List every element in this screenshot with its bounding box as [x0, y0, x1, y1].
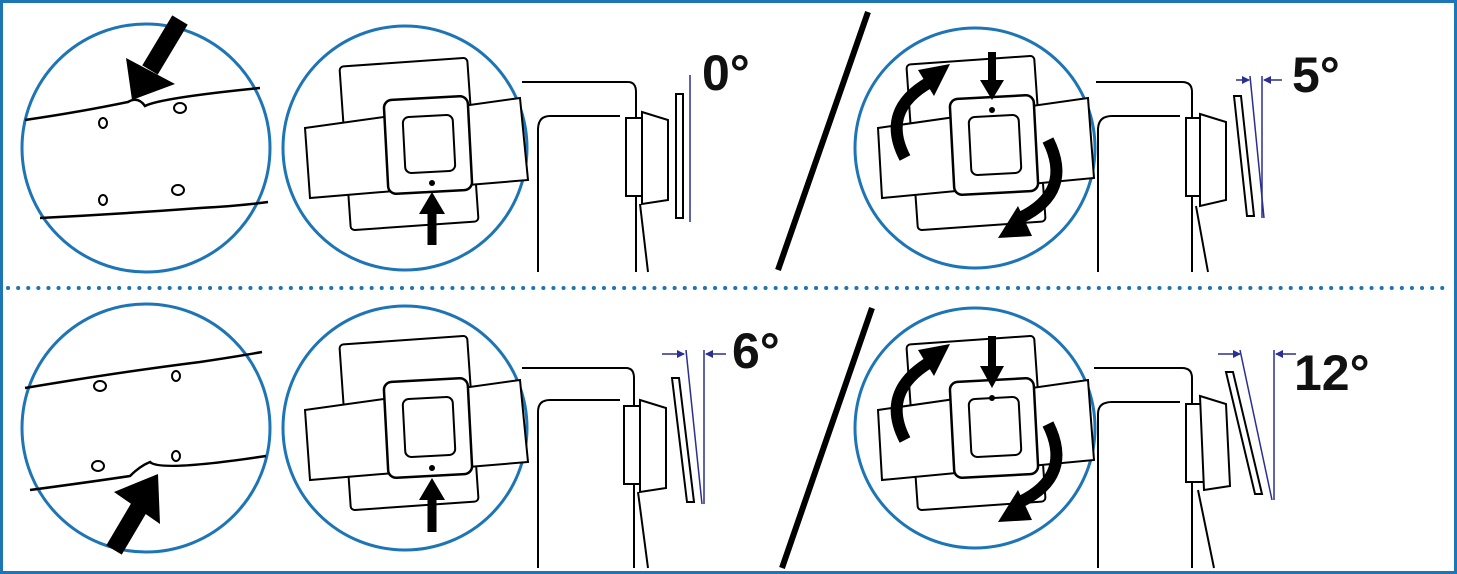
mount-plate-closeup-dot-bottom: [281, 24, 530, 272]
mount-plate-closeup-dot-top: [853, 306, 1097, 550]
bracket-edge-closeup-notch-top: [20, 15, 272, 274]
tilt-reference-line: [685, 349, 703, 505]
arrow-down-icon: [980, 336, 1004, 388]
rotate-arrow-icon: [890, 64, 1063, 238]
mount-plate-closeup-dot-bottom: [281, 304, 530, 552]
angle-label: 0°: [702, 45, 750, 101]
rotate-arrow-icon: [890, 344, 1063, 522]
arrow-down-icon: [980, 52, 1004, 100]
divider-slash-bottom: [779, 307, 875, 569]
tilt-reference-line: [1239, 349, 1273, 501]
monitor-side-view-12deg: 12°: [1094, 345, 1370, 569]
angle-label: 6°: [732, 323, 780, 379]
monitor-side-view-5deg: 5°: [1096, 47, 1340, 273]
angle-label: 12°: [1294, 345, 1370, 401]
arrow-down-icon: [126, 15, 188, 100]
divider-slash-top: [775, 11, 871, 271]
angle-label: 5°: [1292, 47, 1340, 103]
arrow-up-icon: [419, 478, 445, 532]
bracket-edge-closeup-notch-bottom: [20, 302, 272, 555]
monitor-side-view-6deg: 6°: [522, 323, 780, 569]
monitor-side-view-0deg: 0°: [522, 45, 750, 273]
arrow-up-icon: [419, 192, 445, 245]
mount-plate-closeup-dot-top: [853, 26, 1097, 270]
arrow-up-icon: [106, 474, 160, 555]
